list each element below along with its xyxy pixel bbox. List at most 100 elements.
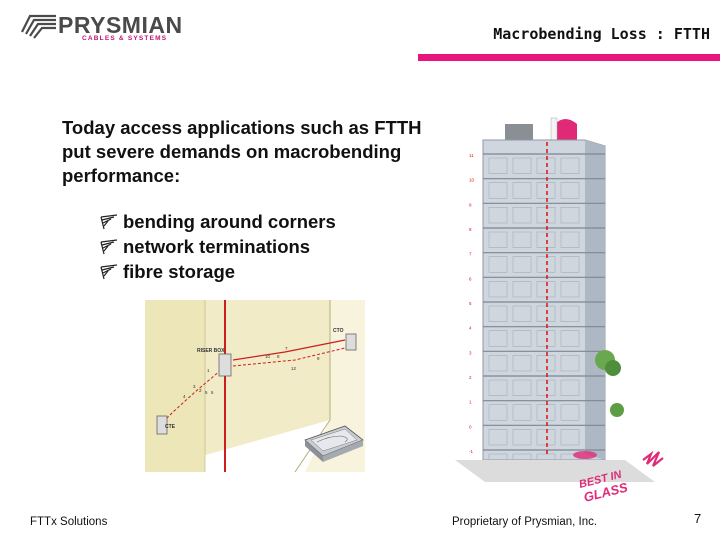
bullet-list: bending around corners network terminati… <box>100 209 336 284</box>
floor-number: 9 <box>469 202 472 207</box>
floor-slabs <box>483 153 605 470</box>
window <box>512 355 532 372</box>
window <box>512 157 532 174</box>
window <box>536 429 556 446</box>
slide-title: Macrobending Loss : FTTH <box>493 25 710 43</box>
page-number: 7 <box>694 511 702 526</box>
route-number: 7 <box>285 346 288 351</box>
window <box>536 404 556 421</box>
window <box>560 305 580 322</box>
window <box>560 355 580 372</box>
window <box>512 330 532 347</box>
floor-number: 6 <box>469 276 472 281</box>
window <box>488 379 508 396</box>
window <box>560 157 580 174</box>
window <box>560 182 580 199</box>
badge-check-icon <box>642 450 664 467</box>
window <box>560 231 580 248</box>
route-number: 12 <box>291 366 297 371</box>
quill-arrow-icon <box>100 263 118 279</box>
left-wall <box>145 300 205 472</box>
window <box>488 305 508 322</box>
roof-plant <box>505 124 533 144</box>
window <box>512 379 532 396</box>
termination-box-icon <box>304 425 364 462</box>
prysmian-logo <box>18 12 188 42</box>
window <box>488 429 508 446</box>
route-number: 6 <box>211 390 214 395</box>
bullet-text: bending around corners <box>123 210 336 232</box>
window <box>488 231 508 248</box>
window <box>536 330 556 347</box>
route-number: 9 <box>317 356 320 361</box>
window <box>488 404 508 421</box>
window <box>560 256 580 273</box>
logo-brand-text: PRYSMIAN <box>58 12 183 38</box>
window <box>560 281 580 298</box>
window <box>536 231 556 248</box>
floor-number: 0 <box>469 424 472 429</box>
bullet-item: bending around corners <box>100 209 336 234</box>
window <box>560 330 580 347</box>
window <box>512 429 532 446</box>
floor-number: 5 <box>469 301 472 306</box>
window <box>488 355 508 372</box>
fibre-drop <box>162 369 222 423</box>
floor-number: 10 <box>469 178 475 183</box>
route-number: 8 <box>277 354 280 359</box>
floor-number: 7 <box>469 252 472 257</box>
window <box>488 207 508 224</box>
roof-antenna <box>555 119 577 144</box>
window <box>536 379 556 396</box>
cto-box-icon <box>345 333 357 351</box>
window <box>536 182 556 199</box>
window <box>560 404 580 421</box>
window <box>512 404 532 421</box>
logo-mark-icon <box>21 14 56 39</box>
riser-box-icon <box>218 353 232 377</box>
bullet-item: fibre storage <box>100 259 336 284</box>
window <box>536 355 556 372</box>
quill-arrow-icon <box>100 213 118 229</box>
cte-box-icon <box>156 415 168 435</box>
footer-center: Proprietary of Prysmian, Inc. <box>452 516 598 528</box>
quill-arrow-icon <box>100 238 118 254</box>
window <box>512 182 532 199</box>
window <box>512 305 532 322</box>
window <box>536 281 556 298</box>
route-number: 5 <box>205 390 208 395</box>
footer-left: FTTx Solutions <box>30 516 108 528</box>
bullet-text: network terminations <box>123 235 311 257</box>
ftth-room-diagram: CTO RISER BOX CTE 7 10 8 9 12 1 3 4 2 5 … <box>145 300 365 472</box>
floor-number: 3 <box>469 350 472 355</box>
route-number: 1 <box>207 368 210 373</box>
window <box>488 182 508 199</box>
window <box>488 256 508 273</box>
window <box>512 256 532 273</box>
building-side <box>585 140 605 460</box>
window <box>512 281 532 298</box>
logo-subtitle: CABLES & SYSTEMS <box>82 35 168 42</box>
window <box>488 281 508 298</box>
label-cte: CTE <box>165 424 176 430</box>
route-number: 10 <box>265 354 271 359</box>
window <box>488 330 508 347</box>
ground <box>455 460 655 482</box>
window <box>560 207 580 224</box>
window <box>536 157 556 174</box>
window <box>536 305 556 322</box>
window <box>536 256 556 273</box>
floor-number: 1 <box>469 400 472 405</box>
intro-paragraph: Today access applications such as FTTH p… <box>62 117 422 186</box>
route-number: 2 <box>199 388 202 393</box>
label-riser-box: RISER BOX <box>197 348 225 354</box>
window <box>512 231 532 248</box>
title-accent-bar <box>418 54 720 61</box>
window <box>512 207 532 224</box>
bullet-item: network terminations <box>100 234 336 259</box>
bullet-text: fibre storage <box>123 260 236 282</box>
window <box>536 207 556 224</box>
floor-number: 2 <box>469 375 472 380</box>
